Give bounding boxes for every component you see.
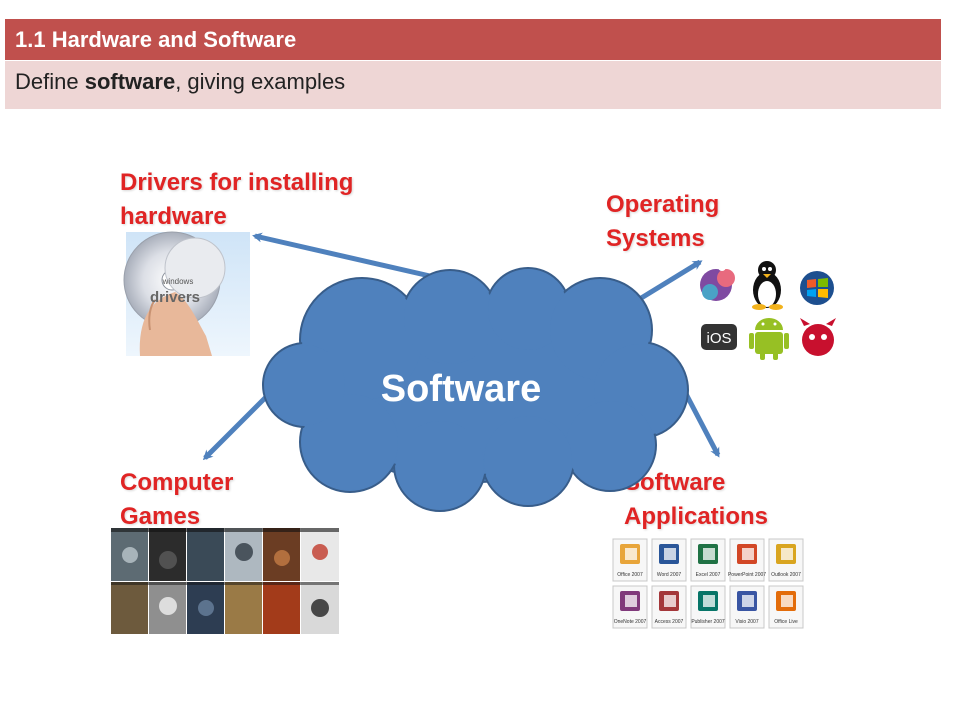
- subtitle-bold-term: software: [84, 69, 176, 94]
- arrow-to-os: [636, 259, 703, 303]
- games-covers-grid: [111, 528, 339, 634]
- app-tile-label: Office Live: [774, 619, 798, 625]
- label-drivers-line1: Drivers for installing: [120, 169, 354, 196]
- arrow-to-apps: [682, 390, 721, 458]
- app-tile-access-2007: Access 2007: [651, 585, 687, 629]
- app-tile-label: Outlook 2007: [771, 572, 801, 578]
- os-icons: iOS: [700, 261, 836, 360]
- app-tile-label: PowerPoint 2007: [728, 572, 766, 578]
- label-os-line1: Operating: [606, 191, 720, 218]
- app-tile-label: Publisher 2007: [691, 619, 725, 625]
- android-icon: [749, 318, 789, 360]
- slide-title: 1.1 Hardware and Software: [5, 19, 941, 60]
- ios-icon-text: iOS: [706, 330, 731, 347]
- label-os-line2: Systems: [606, 225, 705, 252]
- disc-text-drivers: drivers: [150, 289, 200, 306]
- label-games-line2: Games: [120, 503, 201, 530]
- app-tile-label: Office 2007: [617, 572, 643, 578]
- app-tile-outlook-2007: Outlook 2007: [768, 538, 804, 582]
- label-operating-systems: Operating Systems: [606, 188, 719, 256]
- office-app-tiles: Office 2007 Word 2007 Excel 2007 PowerPoint…: [612, 538, 804, 629]
- label-apps-line2: Applications: [624, 503, 769, 530]
- ios-icon: iOS: [701, 324, 737, 350]
- label-drivers-line2: hardware: [120, 203, 227, 230]
- disc-text-windows: windows: [162, 277, 194, 286]
- subtitle-suffix: , giving examples: [175, 69, 346, 94]
- drivers-disc-image: windows drivers: [123, 231, 250, 356]
- slide-subtitle: Define software, giving examples: [5, 61, 941, 109]
- app-tile-label: Excel 2007: [696, 572, 721, 578]
- app-tile-label: Visio 2007: [735, 619, 758, 625]
- linux-tux-icon: [752, 261, 783, 310]
- windows-icon: [800, 271, 834, 305]
- freebsd-icon: [800, 318, 836, 356]
- app-tile-word-2007: Word 2007: [651, 538, 687, 582]
- app-tile-excel-2007: Excel 2007: [690, 538, 726, 582]
- label-computer-games: Computer Games: [120, 466, 233, 534]
- app-tile-label: OneNote 2007: [614, 619, 647, 625]
- app-tile-office-2007: Office 2007: [612, 538, 648, 582]
- app-tile-label: Access 2007: [655, 619, 684, 625]
- app-tile-powerpoint-2007: PowerPoint 2007: [728, 538, 766, 582]
- label-software-applications: Software Applications: [624, 466, 768, 534]
- app-tile-publisher-2007: Publisher 2007: [690, 585, 726, 629]
- label-drivers: Drivers for installing hardware: [120, 166, 353, 234]
- cloud-label-software: Software: [381, 368, 541, 410]
- apple-icon: [700, 263, 735, 301]
- app-tile-visio-2007: Visio 2007: [729, 585, 765, 629]
- app-tile-label: Word 2007: [657, 572, 682, 578]
- arrow-to-games: [202, 391, 272, 461]
- subtitle-prefix: Define: [15, 69, 85, 94]
- app-tile-onenote-2007: OneNote 2007: [612, 585, 648, 629]
- label-games-line1: Computer: [120, 469, 234, 496]
- app-tile-office-live: Office Live: [768, 585, 804, 629]
